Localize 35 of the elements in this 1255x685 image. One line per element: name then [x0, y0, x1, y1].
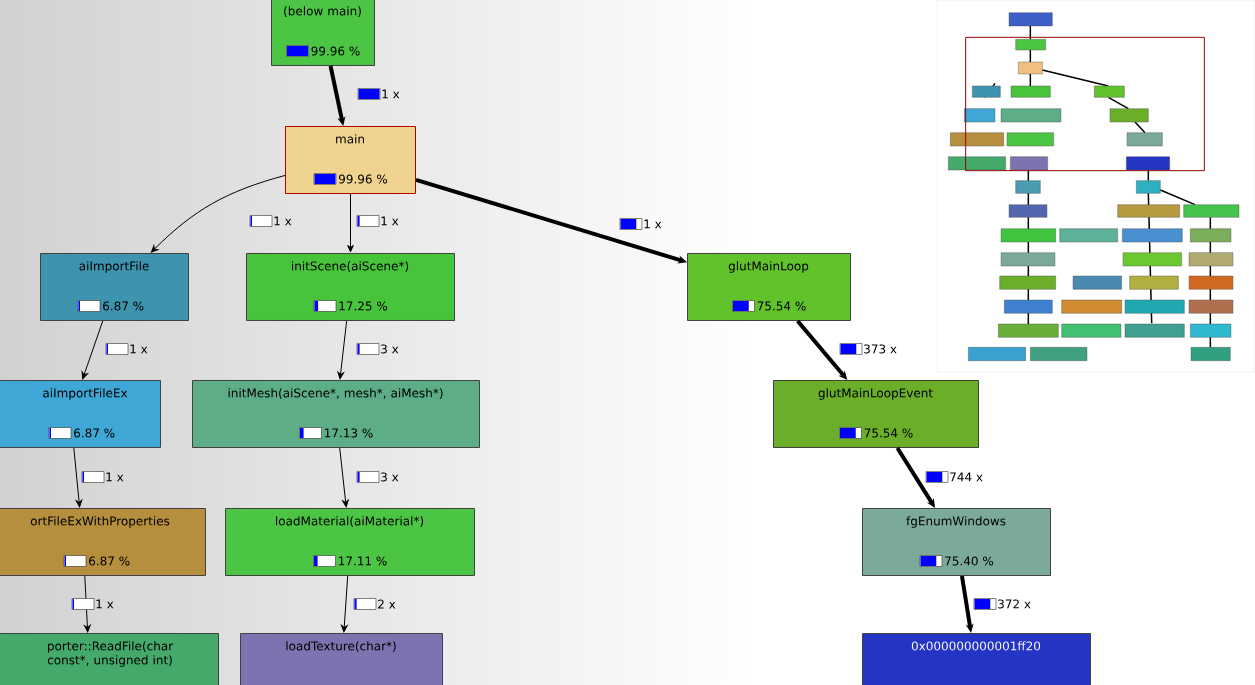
call-box: main 99.96 % — [285, 126, 416, 194]
call-box: fgEnumWindows 75.40 % — [862, 508, 1051, 576]
edge-label: 3 x — [356, 471, 399, 483]
arrow — [84, 575, 91, 633]
call-box: loadTexture(char*) — [240, 633, 443, 685]
edge-label: 2 x — [353, 598, 396, 610]
arrow — [150, 174, 286, 253]
edge-label: 1 x — [356, 215, 399, 227]
call-box: aiImportFile 6.87 % — [40, 253, 189, 321]
arrow — [341, 575, 349, 633]
arrow — [73, 447, 83, 508]
call-box: aiImportFileEx 6.87 % — [0, 380, 161, 448]
edge-label: 1 x — [249, 215, 292, 227]
edge-label: 372 x — [973, 598, 1031, 610]
call-box: initMesh(aiScene*, mesh*, aiMesh*) 17.13 % — [192, 380, 480, 448]
arrow — [81, 320, 104, 380]
edge-label: 1 x — [81, 471, 124, 483]
call-box: porter::ReadFile(char const*, unsigned int) — [0, 633, 219, 685]
edge-label: 1 x — [105, 343, 148, 355]
call-box: (below main) 99.96 % — [271, 0, 375, 66]
arrow — [347, 193, 354, 253]
call-box: 0x000000000001ff20 — [862, 633, 1091, 685]
call-box: initScene(aiScene*) 17.25 % — [246, 253, 455, 321]
edge-label: 1 x — [357, 88, 400, 100]
arrow — [337, 320, 348, 380]
call-box: loadMaterial(aiMaterial*) 17.11 % — [225, 508, 475, 576]
call-box: glutMainLoopEvent 75.54 % — [773, 380, 979, 448]
arrow — [339, 447, 349, 508]
edge-label: 1 x — [619, 218, 662, 230]
call-box: glutMainLoop 75.54 % — [687, 253, 851, 321]
call-box: ortFileExWithProperties 6.87 % — [0, 508, 206, 576]
edge-label: 1 x — [71, 598, 114, 610]
edge-label: 373 x — [839, 343, 897, 355]
edge-label: 744 x — [925, 471, 983, 483]
edge-label: 3 x — [356, 343, 399, 355]
